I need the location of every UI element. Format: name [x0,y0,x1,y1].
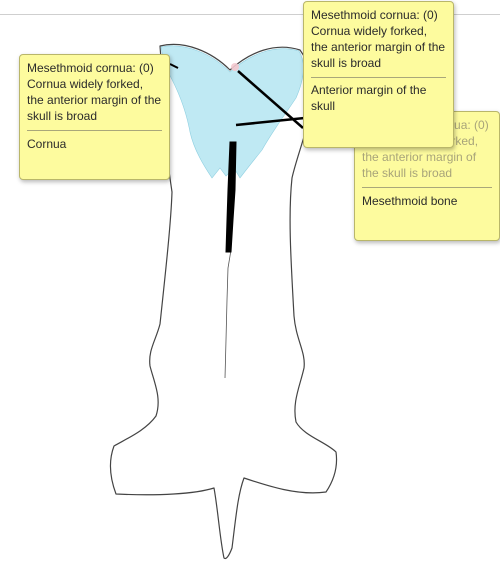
annotation-term: Cornua [27,130,162,152]
annotation-term: Anterior margin of the skull [311,77,446,114]
annotation-term: Mesethmoid bone [362,187,492,209]
landmark-point [231,63,239,71]
annotation-description: Mesethmoid cornua: (0) Cornua widely for… [311,7,446,77]
annotation-note-cornua[interactable]: Mesethmoid cornua: (0) Cornua widely for… [19,54,170,180]
annotation-description: Mesethmoid cornua: (0) Cornua widely for… [27,60,162,130]
annotation-note-anterior-margin[interactable]: Mesethmoid cornua: (0) Cornua widely for… [303,1,454,148]
